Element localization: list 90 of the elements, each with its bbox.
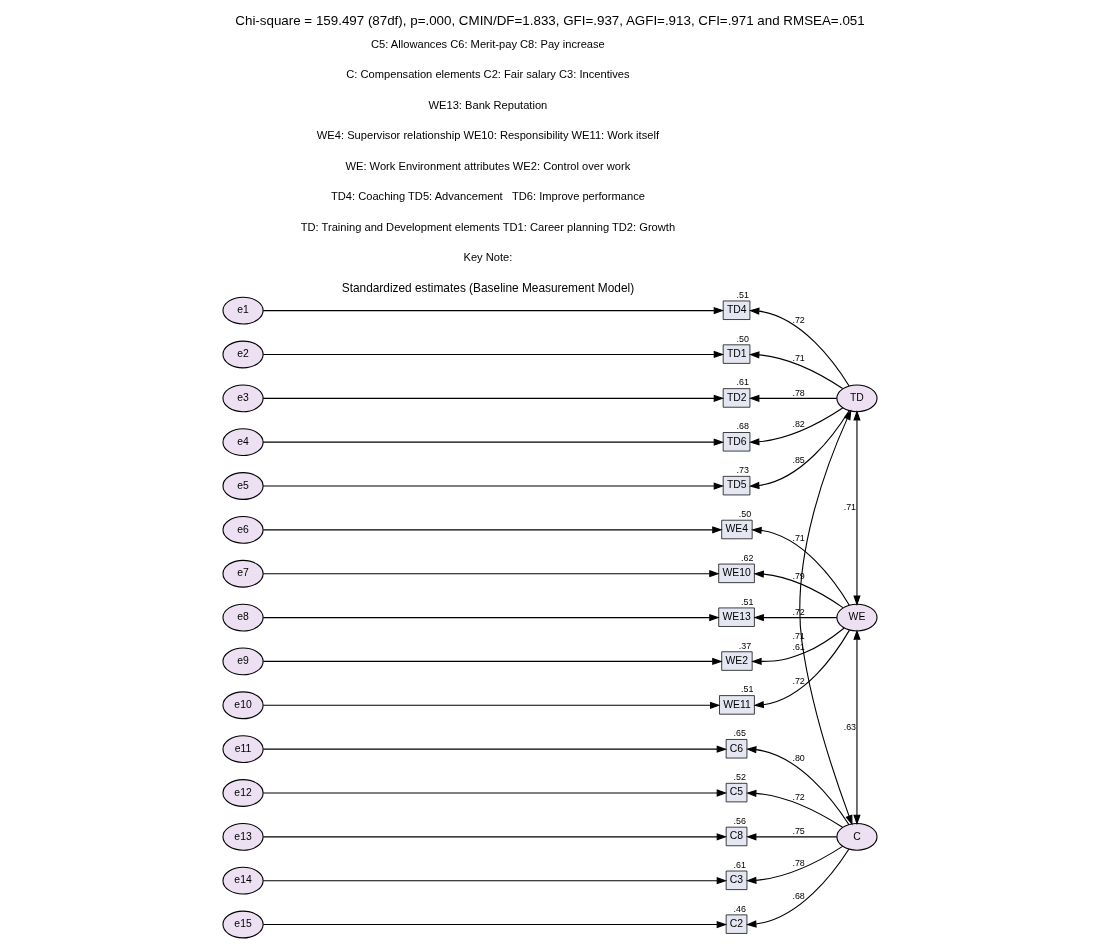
arrow bbox=[262, 701, 720, 709]
node-ellipse: e6 bbox=[221, 515, 264, 544]
node-label: .56 bbox=[733, 815, 746, 826]
edge-label: .71 bbox=[791, 352, 805, 363]
node-ellipse: e5 bbox=[221, 472, 264, 500]
edge-label: .75 bbox=[791, 826, 805, 837]
arrow bbox=[750, 526, 850, 606]
label: WE: Work Environment attributes WE2: Control over work bbox=[345, 159, 630, 172]
edge-label: .80 bbox=[791, 753, 805, 764]
node-label: .52 bbox=[733, 772, 746, 783]
arrow bbox=[262, 526, 723, 534]
edge-label: .82 bbox=[791, 419, 805, 430]
arrow bbox=[262, 482, 724, 490]
node-ellipse: e2 bbox=[221, 340, 264, 369]
arrow bbox=[262, 745, 727, 753]
edge-label: .72 bbox=[791, 314, 805, 325]
arrow bbox=[798, 409, 853, 826]
arrow bbox=[852, 410, 861, 606]
node-ellipse: e8 bbox=[221, 603, 264, 632]
arrow bbox=[262, 613, 720, 622]
node-ellipse: e14 bbox=[221, 866, 264, 895]
node-ellipse: e7 bbox=[221, 559, 264, 588]
label: WE4: Supervisor relationship WE10: Responsibility WE11: Work itself bbox=[316, 129, 659, 142]
node-ellipse: e15 bbox=[221, 910, 264, 939]
node-ellipse: e3 bbox=[221, 384, 264, 413]
arrow bbox=[745, 833, 837, 841]
arrow bbox=[752, 570, 843, 609]
label: C: Compensation elements C2: Fair salary C3: Incentives bbox=[345, 68, 630, 81]
arrow bbox=[748, 394, 837, 402]
node-ellipse: e9 bbox=[221, 647, 264, 676]
arrow bbox=[262, 394, 724, 402]
label: TD: Training and Development elements TD1: Career planning TD2: Growth bbox=[300, 220, 675, 233]
node-ellipse: WE bbox=[835, 603, 878, 632]
node-label: .51 bbox=[736, 289, 749, 300]
node-ellipse: e10 bbox=[221, 691, 264, 720]
arrow bbox=[262, 789, 727, 797]
node-label: .62 bbox=[740, 552, 753, 563]
arrow bbox=[748, 410, 850, 490]
diagram-title: Chi-square = 159.497 (87df), p=.000, CMIN/DF=1.833, GFI=.937, AGFI=.913, CFI=.971 and RMSEA=.051 bbox=[234, 12, 865, 28]
node-label: .65 bbox=[733, 728, 746, 739]
node-ellipse: e11 bbox=[221, 735, 264, 764]
arrow bbox=[752, 613, 837, 622]
node-ellipse: e13 bbox=[221, 822, 264, 851]
node-label: .73 bbox=[736, 465, 749, 476]
arrow bbox=[262, 350, 724, 359]
node-label: .50 bbox=[736, 333, 749, 344]
label: C5: Allowances C6: Merit-pay C8: Pay increase bbox=[370, 37, 605, 50]
arrow bbox=[262, 306, 724, 315]
edge-label: .78 bbox=[791, 387, 805, 398]
arrow bbox=[745, 746, 849, 825]
arrow bbox=[750, 627, 845, 666]
arrow bbox=[752, 629, 850, 709]
node-ellipse: e4 bbox=[221, 428, 264, 457]
node-label: .37 bbox=[738, 640, 751, 651]
edge-label: .71 bbox=[791, 532, 805, 543]
node-label: .46 bbox=[733, 903, 746, 914]
arrow bbox=[262, 920, 727, 929]
edge-label: .78 bbox=[791, 857, 805, 868]
edge-label: .71 bbox=[843, 502, 856, 513]
arrow bbox=[262, 657, 723, 666]
edge-label: .72 bbox=[791, 676, 805, 687]
node-label: .50 bbox=[738, 508, 751, 519]
node-label: .51 bbox=[740, 596, 753, 607]
arrow bbox=[748, 307, 850, 387]
node-ellipse: e12 bbox=[221, 779, 264, 807]
edge-label: .68 bbox=[791, 890, 805, 901]
node-label: .61 bbox=[736, 377, 749, 388]
node-label: .61 bbox=[733, 859, 746, 870]
arrow bbox=[748, 351, 843, 390]
arrow bbox=[262, 877, 727, 885]
arrow bbox=[748, 407, 843, 446]
arrow bbox=[262, 570, 720, 578]
arrow bbox=[262, 438, 724, 446]
arrow bbox=[745, 789, 843, 828]
node-ellipse: e1 bbox=[221, 296, 264, 325]
label: TD4: Coaching TD5: Advancement TD6: Improve performance bbox=[330, 190, 645, 203]
edge-label: .72 bbox=[791, 792, 805, 803]
edge-label: .63 bbox=[843, 721, 856, 732]
arrow bbox=[745, 845, 843, 884]
node-label: .51 bbox=[740, 684, 753, 695]
node-label: .68 bbox=[736, 421, 749, 432]
node-ellipse: TD bbox=[835, 384, 878, 413]
label: WE13: Bank Reputation bbox=[428, 98, 547, 111]
node-ellipse: C bbox=[835, 822, 878, 851]
label: Key Note: bbox=[463, 251, 512, 264]
arrow bbox=[745, 848, 849, 928]
arrow bbox=[852, 629, 861, 826]
caption: Standardized estimates (Baseline Measurement Model) bbox=[341, 280, 634, 295]
edge-label: .85 bbox=[791, 454, 805, 465]
arrow bbox=[262, 833, 727, 841]
